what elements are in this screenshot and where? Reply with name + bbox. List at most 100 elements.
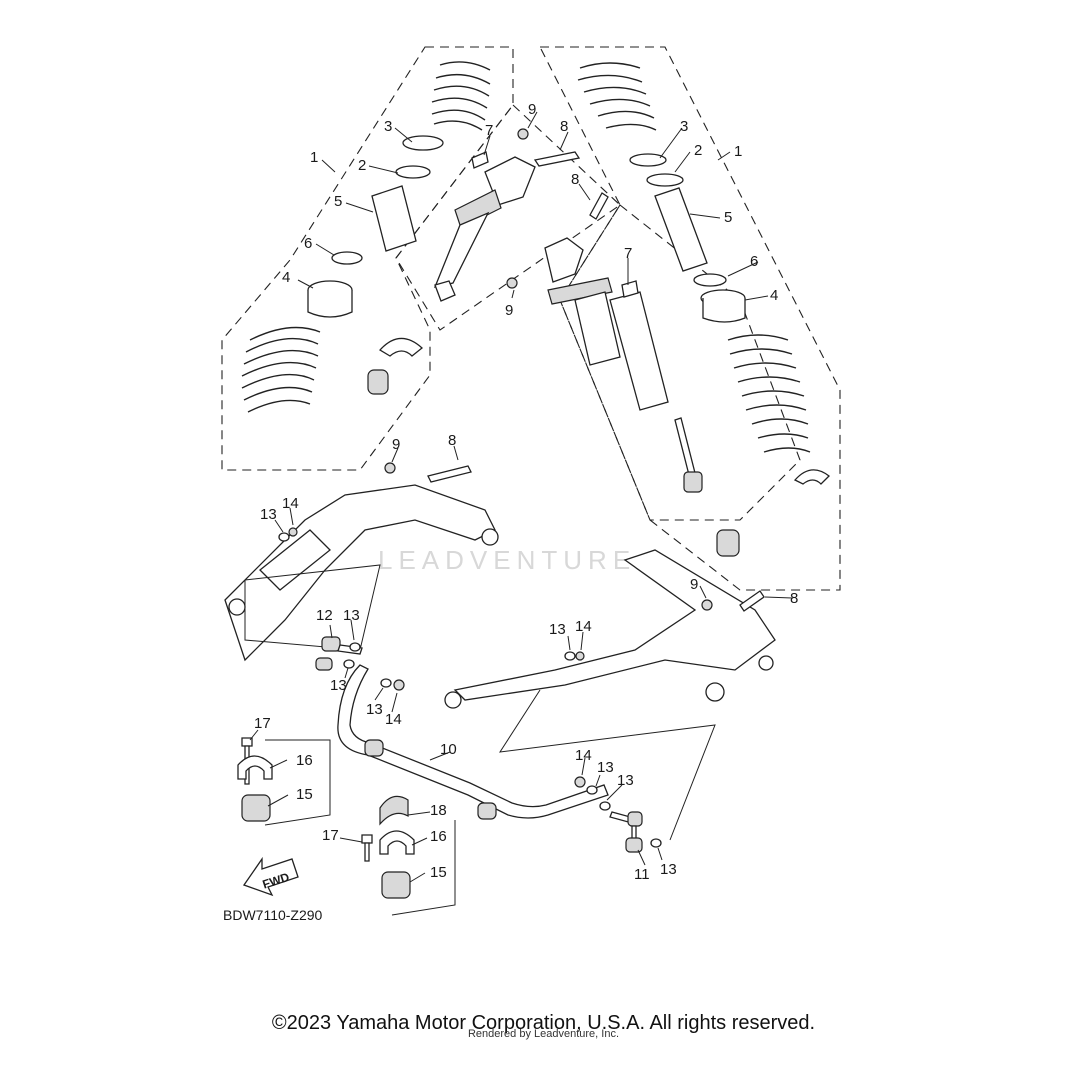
left-mount-nut-9	[384, 462, 396, 474]
left-ring-2	[395, 165, 431, 179]
right-bushing-18	[379, 795, 409, 826]
right-link-washer-13c	[650, 838, 662, 848]
right-mount-bolt-8	[739, 590, 765, 612]
left-stabilizer-link-12	[315, 636, 363, 671]
callout-14-link: 14	[385, 711, 402, 728]
callout-9-right-mount: 9	[690, 576, 698, 593]
callout-13-left-arm: 13	[260, 506, 277, 523]
callout-9-left-mount: 9	[392, 436, 400, 453]
leadventure-watermark: LEADVENTURE	[378, 545, 637, 575]
right-arm-nut-14	[575, 651, 585, 661]
right-mount-bushing	[716, 529, 740, 557]
callout-8-right-mount: 8	[790, 590, 798, 607]
callout-13-right-link-b: 13	[617, 772, 634, 789]
left-swing-arm	[224, 484, 499, 662]
callout-1-right: 1	[734, 143, 742, 160]
callout-14-right-arm: 14	[575, 618, 592, 635]
left-ring-6	[331, 251, 363, 265]
callout-4-left: 4	[282, 269, 290, 286]
callout-7-left: 7	[485, 122, 493, 139]
callout-leaders	[249, 111, 793, 883]
callout-16-right: 16	[430, 828, 447, 845]
right-link-washer-13a	[586, 785, 598, 795]
callout-13-link-mid: 13	[366, 701, 383, 718]
callout-12: 12	[316, 607, 333, 624]
left-bushing-15	[241, 794, 271, 822]
callout-14-right-link: 14	[575, 747, 592, 764]
callout-2-left: 2	[358, 157, 366, 174]
left-shock-body-outline	[395, 104, 621, 331]
right-mount-nut-9	[701, 599, 713, 611]
right-cover-5	[654, 187, 708, 272]
left-clamp-16	[237, 755, 273, 780]
callout-5-right: 5	[724, 209, 732, 226]
right-arm-washer-13	[564, 651, 576, 661]
callout-11: 11	[634, 866, 650, 883]
left-clamp-lead	[264, 739, 331, 826]
left-upper-spring	[431, 61, 491, 131]
callout-6-right: 6	[750, 253, 758, 270]
callout-4-right: 4	[770, 287, 778, 304]
callout-13-link-left: 13	[330, 677, 347, 694]
callout-9-right-upper: 9	[505, 302, 513, 319]
right-link-nut-14	[574, 776, 586, 788]
callout-13-right-link-c: 13	[660, 861, 677, 878]
right-arm-bracket-lead	[498, 689, 716, 841]
diagram-code: BDW7110-Z290	[223, 907, 323, 923]
right-lower-spring	[727, 334, 811, 453]
callout-3-left: 3	[384, 118, 392, 135]
right-ring-3	[629, 153, 667, 167]
left-spring-stopper	[378, 337, 424, 357]
right-upper-spring	[577, 62, 657, 131]
left-lower-bushing	[367, 369, 389, 395]
callout-14-left-arm: 14	[282, 495, 299, 512]
callout-8-left-lower: 8	[571, 171, 579, 188]
left-shock-damper	[433, 156, 536, 302]
right-spring-stopper	[793, 469, 830, 485]
left-link-washer-13c	[380, 678, 392, 688]
right-bolt-17	[361, 834, 373, 862]
left-arm-washer-13	[278, 532, 290, 542]
left-nut-9	[517, 128, 529, 140]
left-link-nut-14	[393, 679, 405, 691]
callout-7-right: 7	[624, 245, 632, 262]
right-clamp-lead	[391, 820, 456, 916]
callout-6-left: 6	[304, 235, 312, 252]
callout-17-left: 17	[254, 715, 271, 732]
left-ring-3	[402, 135, 444, 151]
left-link-washer-13b	[343, 659, 355, 669]
left-bolt-8	[533, 151, 581, 167]
callout-13-right-arm: 13	[549, 621, 566, 638]
left-lower-spring	[241, 326, 321, 413]
left-seat-4	[307, 280, 353, 318]
callout-3-right: 3	[680, 118, 688, 135]
left-mount-bolt-8	[427, 465, 472, 483]
right-ring-6	[693, 273, 727, 287]
callout-16-left: 16	[296, 752, 313, 769]
right-ring-2	[646, 173, 684, 187]
callout-13-right-link-a: 13	[597, 759, 614, 776]
left-arm-nut-14	[288, 527, 298, 537]
callout-1-left: 1	[310, 149, 318, 166]
callout-18: 18	[430, 802, 447, 819]
callout-10: 10	[440, 741, 457, 758]
stabilizer-bar-10	[337, 664, 609, 820]
right-label-7	[621, 280, 639, 298]
right-bushing-15	[381, 871, 411, 899]
callout-13-link-top: 13	[343, 607, 360, 624]
right-stabilizer-link-11	[609, 811, 643, 853]
callout-15-left: 15	[296, 786, 313, 803]
left-cover-5	[371, 185, 417, 252]
right-swing-arm	[444, 549, 776, 709]
right-seat-4	[700, 289, 746, 323]
right-clamp-16	[379, 830, 415, 855]
rendered-by-notice: Rendered by Leadventure, Inc.	[467, 1028, 620, 1040]
right-shock-damper	[544, 237, 703, 493]
right-nut-9	[506, 277, 518, 289]
callout-5-left: 5	[334, 193, 342, 210]
callout-2-right: 2	[694, 142, 702, 159]
callout-8-left-mount: 8	[448, 432, 456, 449]
callout-8-left-upper: 8	[560, 118, 568, 135]
left-bolt-8b	[589, 192, 609, 220]
